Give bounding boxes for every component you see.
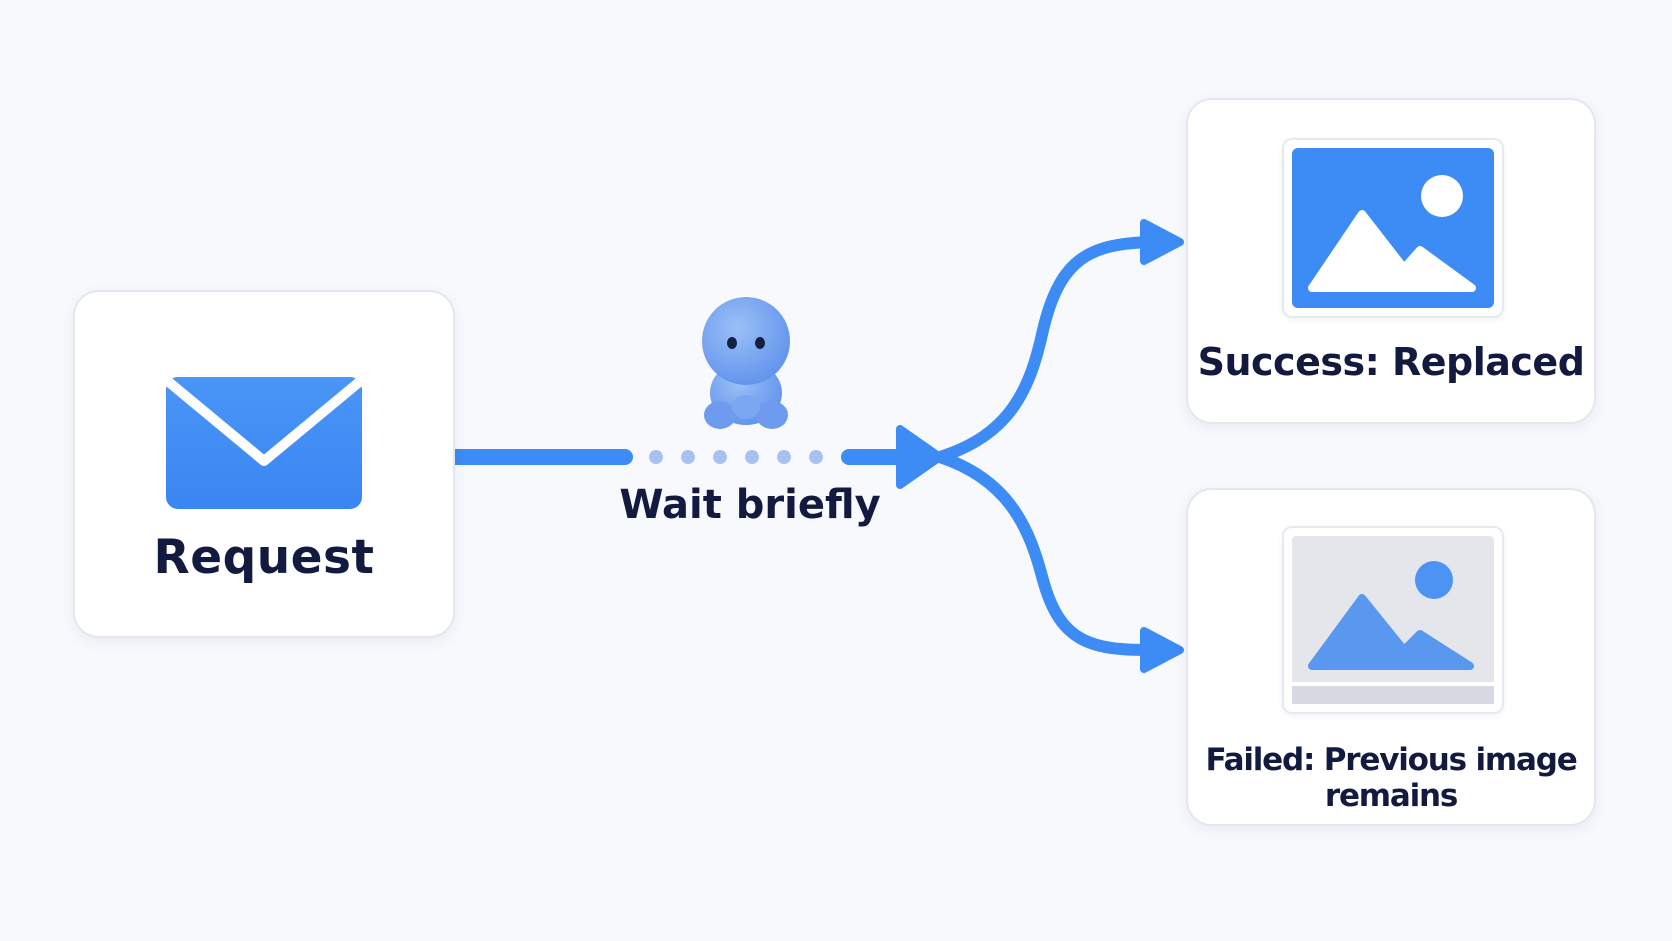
- wait-label: Wait briefly: [619, 482, 881, 528]
- image-icon: [1292, 536, 1494, 704]
- failed-image-frame: [1282, 526, 1504, 714]
- waiting-figure-icon: [702, 297, 790, 429]
- envelope-icon: [166, 377, 362, 509]
- request-label: Request: [153, 530, 375, 585]
- success-card: Success: Replaced: [1186, 98, 1596, 424]
- wait-dots: [649, 450, 823, 464]
- image-icon: [1292, 148, 1494, 308]
- arrowhead-failed: [1140, 627, 1184, 673]
- connector-branch-success: [934, 236, 1156, 463]
- request-card: Request: [73, 290, 455, 638]
- failed-card: Failed: Previous image remains: [1186, 488, 1596, 826]
- failed-label: Failed: Previous image remains: [1205, 742, 1577, 814]
- success-image-frame: [1282, 138, 1504, 318]
- connector-branch-failed: [934, 451, 1156, 656]
- success-label: Success: Replaced: [1197, 340, 1585, 384]
- arrowhead-branch: [896, 425, 944, 489]
- arrowhead-success: [1140, 219, 1184, 265]
